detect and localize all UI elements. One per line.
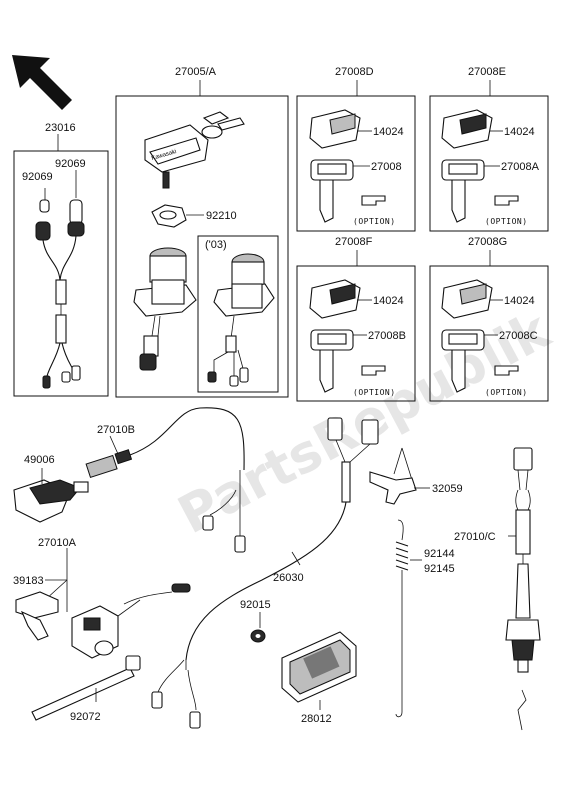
label-27008A: 27008A [501,161,540,173]
box-27008D [296,95,416,232]
label-92015: 92015 [240,599,271,611]
front-direction-arrow-icon [12,55,72,110]
harness-23016-group [13,134,109,397]
label-27008D: 27008D [335,66,374,78]
label-14024-c: 14024 [373,295,404,307]
label-27008G: 27008G [468,236,507,248]
spring-cable-92144-group [395,519,422,718]
switch-27010B-group [13,407,246,553]
box-27005A [115,95,289,398]
clamp-32059-group [369,447,430,505]
label-27005A: 27005/A [175,66,217,78]
label-23016: 23016 [45,122,76,134]
label-92069-b: 92069 [22,171,53,183]
label-39183: 39183 [13,575,44,587]
label-27008: 27008 [371,161,402,173]
label-27010A: 27010A [38,537,77,549]
label-28012: 28012 [301,713,332,725]
key-set-27008E-group: (OPTION) [429,80,549,232]
key-set-27008G-group: (OPTION) [429,250,549,402]
switch-27010C-group [505,447,541,731]
box-23016 [13,150,109,397]
label-27008E: 27008E [468,66,506,78]
cable-tie-92072-group [31,655,141,721]
label-32059: 32059 [432,483,463,495]
switch-27010A-group [15,548,191,659]
option-label-E: (OPTION) [485,217,528,226]
key-set-27008D-group: (OPTION) [296,80,416,232]
grommet-92015-group [250,612,266,643]
label-92069-a: 92069 [55,158,86,170]
plate-28012-group [281,631,357,710]
label-14024-a: 14024 [373,126,404,138]
label-27010C: 27010/C [454,531,496,543]
harness-26030-group [151,417,379,729]
label-27008F: 27008F [335,236,373,248]
label-92144: 92144 [424,548,455,560]
box-27008E [429,95,549,232]
label-27008B: 27008B [368,330,406,342]
label-27010B: 27010B [97,424,135,436]
variant-03-label: ('03) [205,239,227,251]
label-26030: 26030 [273,572,304,584]
option-label-F: (OPTION) [353,388,396,397]
label-14024-b: 14024 [504,126,535,138]
option-label-G: (OPTION) [485,388,528,397]
box-27008F [296,265,416,402]
box-variant-03 [197,235,279,393]
box-27008G [429,265,549,402]
ignition-switch-27005A-group: Kawasaki [115,80,289,398]
variant-03-group: ('03) [197,235,279,393]
label-92210: 92210 [206,210,237,222]
key-set-27008F-group: (OPTION) [296,250,416,402]
label-92145: 92145 [424,563,455,575]
label-92072: 92072 [70,711,101,723]
label-14024-d: 14024 [504,295,535,307]
label-27008C: 27008C [499,330,538,342]
option-label-D: (OPTION) [353,217,396,226]
label-49006: 49006 [24,454,55,466]
